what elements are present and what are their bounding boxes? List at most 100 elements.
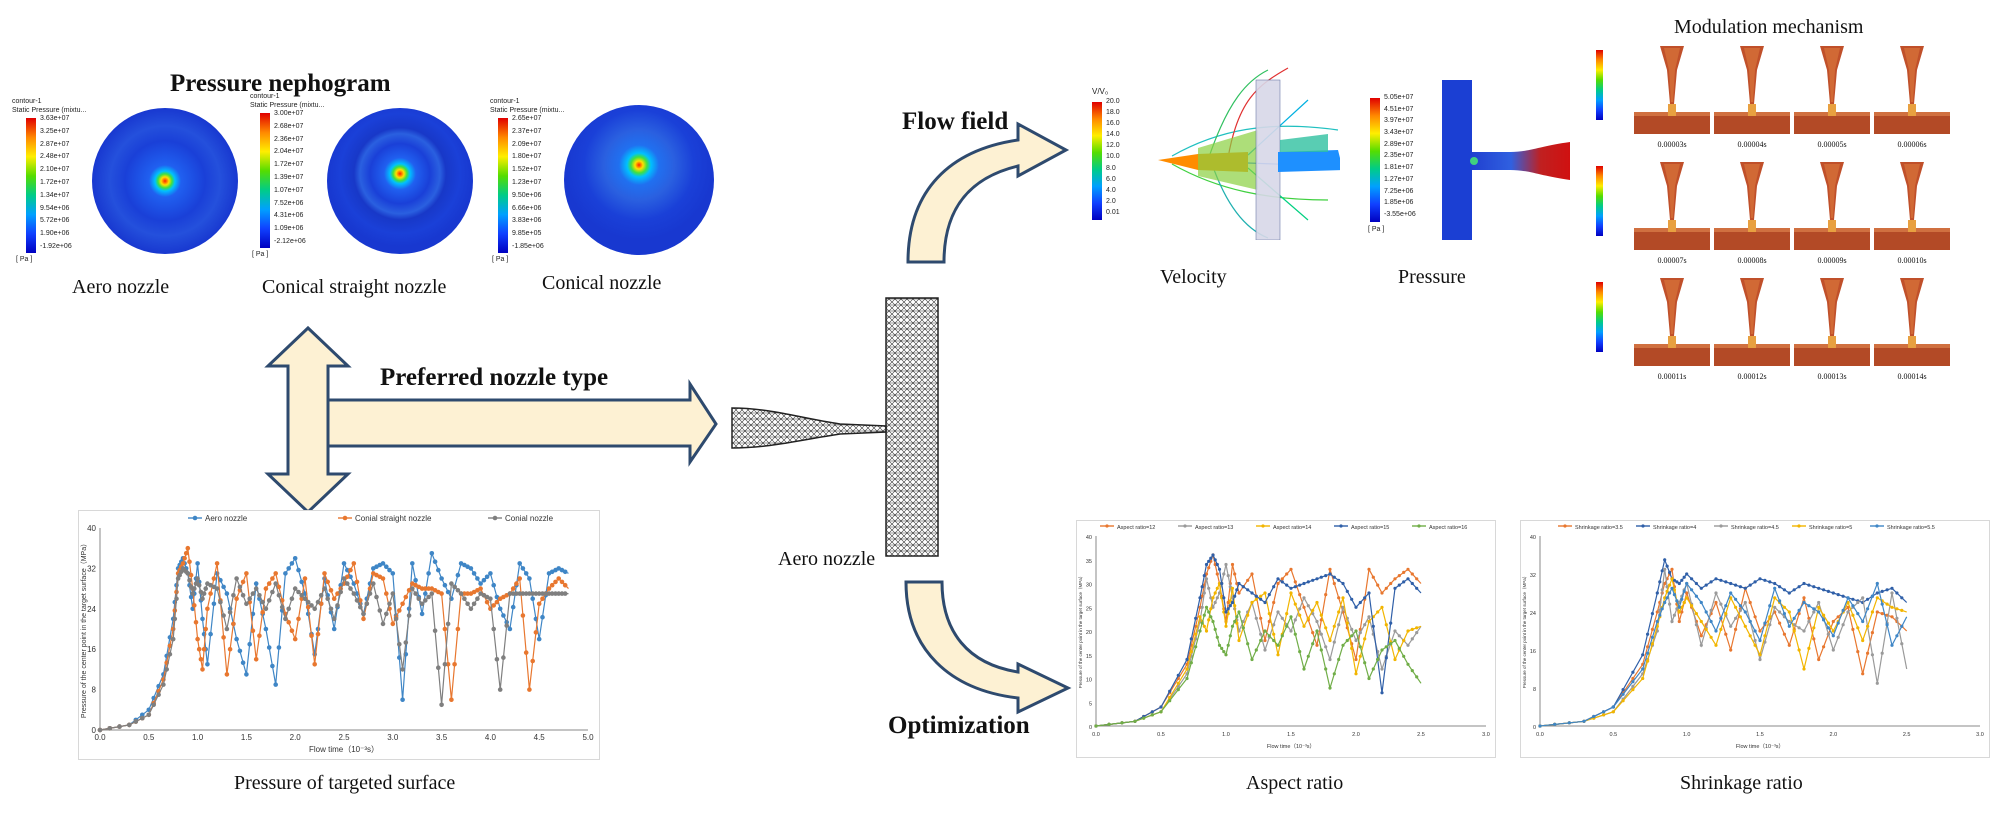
modulation-frame: 0.00004s: [1714, 44, 1790, 154]
data-point: [1315, 629, 1319, 633]
data-point: [1856, 626, 1860, 630]
data-point: [1185, 657, 1189, 662]
data-point: [358, 598, 363, 603]
data-point: [1660, 569, 1664, 573]
data-point: [289, 628, 295, 633]
data-point: [1758, 657, 1762, 662]
data-point: [1194, 616, 1198, 620]
data-point: [1631, 676, 1635, 681]
data-point: [192, 586, 197, 591]
data-point: [1276, 577, 1280, 581]
x-axis-label: Flow time（10⁻³s）: [309, 745, 379, 754]
modulation-time-label: 0.00012s: [1737, 372, 1767, 381]
data-point: [1315, 600, 1319, 605]
data-point: [185, 571, 191, 576]
data-point: [1228, 604, 1232, 608]
legend-unit: [ Pa ]: [1368, 226, 1385, 233]
data-point: [1306, 654, 1310, 658]
data-point: [527, 687, 532, 692]
data-point: [263, 586, 269, 591]
data-point: [1215, 586, 1219, 590]
data-point: [384, 564, 389, 569]
data-point: [1846, 605, 1850, 609]
legend-label: Shrinkage ratio=4.5: [1731, 525, 1779, 531]
data-point: [1875, 581, 1879, 586]
data-point: [1397, 646, 1401, 650]
data-point: [1230, 624, 1235, 628]
y-tick-label: 35: [1086, 559, 1092, 565]
modulation-frame-image: [1714, 162, 1790, 250]
data-point: [1665, 596, 1669, 600]
data-point: [198, 657, 204, 662]
data-point: [1230, 600, 1235, 605]
cb-label: 8.0: [1106, 164, 1116, 172]
data-point: [562, 591, 568, 596]
data-point: [1743, 610, 1747, 614]
data-point: [292, 556, 298, 561]
data-point: [270, 576, 275, 581]
data-point: [1650, 627, 1654, 631]
data-point: [1714, 643, 1718, 647]
data-point: [1660, 588, 1664, 592]
legend-marker: [1339, 524, 1343, 528]
data-point: [1306, 604, 1310, 608]
data-point: [214, 561, 220, 566]
data-point: [305, 599, 311, 605]
data-point: [1650, 612, 1654, 616]
data-point: [1176, 673, 1180, 677]
data-point: [507, 626, 513, 632]
data-point: [208, 631, 213, 637]
data-point: [1812, 607, 1816, 611]
data-point: [1337, 657, 1341, 662]
data-point: [200, 667, 205, 672]
x-tick-label: 0.0: [94, 733, 106, 742]
x-tick-label: 3.0: [387, 733, 399, 742]
data-point: [1176, 681, 1180, 685]
modulation-frame-image: [1874, 278, 1950, 366]
nephogram-legend-aero: contour-1 Static Pressure (mixtu... 3.63…: [12, 98, 92, 263]
series-aspect-ratio-15: [1094, 553, 1422, 728]
data-point: [1246, 613, 1250, 617]
data-point: [390, 591, 396, 596]
data-point: [1743, 586, 1747, 590]
data-point: [1773, 596, 1777, 600]
data-point: [1120, 721, 1124, 725]
data-point: [244, 601, 249, 607]
data-point: [1670, 586, 1674, 590]
colorbar: [498, 118, 508, 253]
data-point: [1393, 657, 1397, 662]
data-point: [331, 596, 337, 601]
data-point: [224, 672, 230, 677]
data-point: [1354, 657, 1358, 662]
data-point: [214, 586, 220, 591]
data-point: [449, 697, 454, 702]
data-point: [227, 609, 233, 615]
data-point: [1285, 612, 1289, 616]
data-point: [1763, 621, 1767, 625]
data-point: [1358, 631, 1362, 635]
modulation-frame: 0.00009s: [1794, 160, 1870, 270]
data-point: [1880, 602, 1884, 606]
data-point: [97, 727, 103, 733]
data-point: [1704, 627, 1708, 631]
data-point: [1631, 688, 1635, 692]
data-point: [514, 591, 519, 596]
data-point: [361, 616, 366, 622]
data-point: [1719, 578, 1723, 582]
data-point: [1371, 624, 1375, 628]
cb-label: 6.66e+06: [512, 204, 542, 212]
data-point: [1298, 593, 1302, 597]
data-point: [1332, 624, 1336, 628]
legend-marker: [492, 515, 498, 521]
data-point: [354, 598, 360, 603]
data-point: [240, 593, 246, 598]
data-point: [1753, 643, 1757, 647]
data-point: [1802, 600, 1806, 605]
chart-frame: [1076, 520, 1496, 758]
data-point: [1704, 583, 1708, 587]
legend-marker: [1105, 524, 1109, 528]
data-point: [1209, 556, 1213, 560]
data-point: [1280, 634, 1284, 638]
cb-label: 2.89e+07: [1384, 140, 1414, 148]
